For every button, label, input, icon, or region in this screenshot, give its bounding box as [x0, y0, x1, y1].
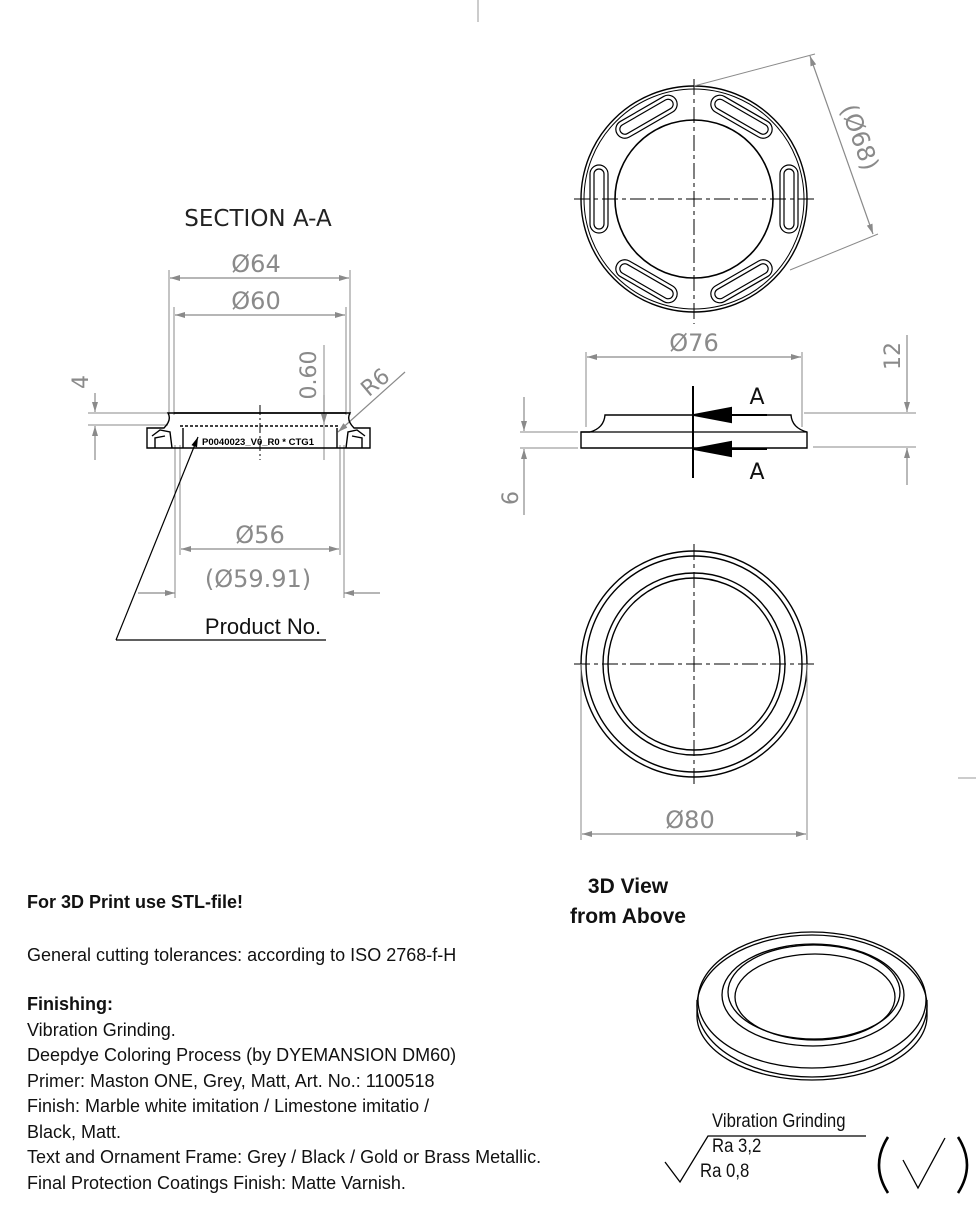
bottom-view: Ø80: [574, 544, 816, 840]
section-view: SECTION A-A Ø64: [69, 206, 406, 641]
3d-view: [696, 931, 928, 1081]
section-marker-a-top: A: [749, 385, 764, 410]
section-marker-a-bottom: A: [749, 460, 764, 485]
side-view: Ø76 12 6 A A: [499, 329, 916, 515]
dim-diameter-76: Ø76: [669, 329, 718, 357]
finishing-item: Deepdye Coloring Process (by DYEMANSION …: [27, 1045, 457, 1065]
dim-height-6: 6: [499, 491, 524, 505]
surface-finish-ra-min: Ra 0,8: [700, 1161, 750, 1182]
dim-height-4: 4: [69, 375, 94, 389]
dim-diameter-60: Ø60: [231, 287, 280, 315]
finishing-item: Vibration Grinding.: [27, 1019, 176, 1040]
finishing-item: Finish: Marble white imitation / Limesto…: [27, 1096, 430, 1116]
dim-diameter-56: Ø56: [235, 521, 284, 549]
finishing-heading: Finishing:: [27, 994, 113, 1014]
surface-finish-process: Vibration Grinding: [712, 1111, 846, 1132]
finishing-item: Black, Matt.: [27, 1121, 122, 1142]
svg-text:(Ø68): (Ø68): [835, 100, 885, 174]
surface-finish-ra-max: Ra 3,2: [712, 1136, 762, 1157]
dim-diameter-80: Ø80: [665, 806, 714, 834]
surface-finish-symbol: [664, 1135, 969, 1194]
dim-diameter-59-91: (Ø59.91): [205, 565, 311, 593]
3d-view-title: 3D View from Above: [570, 875, 686, 928]
dim-height-12: 12: [881, 342, 906, 370]
dim-diameter-64: Ø64: [231, 250, 280, 278]
drawing-notes: For 3D Print use STL-file! General cutti…: [27, 890, 541, 1196]
tolerance-note: General cutting tolerances: according to…: [27, 944, 457, 965]
top-view: [574, 79, 814, 324]
finishing-item: Text and Ornament Frame: Grey / Black / …: [27, 1147, 542, 1167]
stl-note: For 3D Print use STL-file!: [27, 892, 244, 912]
finishing-item: Final Protection Coatings Finish: Matte …: [27, 1172, 406, 1193]
dim-radius-6: R6: [357, 364, 396, 402]
product-number-label: Product No.: [205, 614, 321, 639]
engraving-text: P0040023_V0_R0 * CTG1: [202, 437, 315, 448]
product-number-leader: [115, 436, 199, 641]
finishing-item: Primer: Maston ONE, Grey, Matt, Art. No.…: [27, 1070, 435, 1091]
section-title: SECTION A-A: [184, 206, 332, 232]
dim-diameter-68: (Ø68): [693, 53, 885, 271]
dim-depth-0-60: 0.60: [297, 351, 322, 400]
